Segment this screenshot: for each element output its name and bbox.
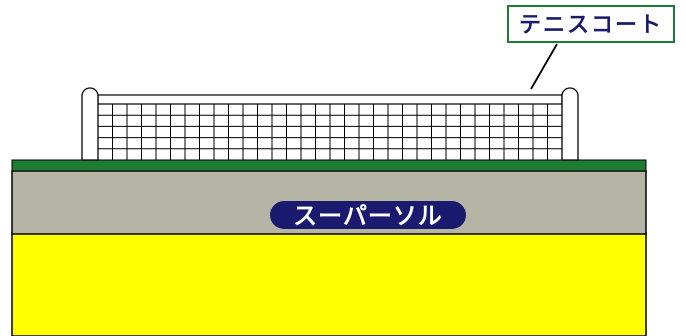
super-soil-badge bbox=[270, 201, 466, 229]
subgrade-layer bbox=[11, 232, 647, 336]
right-net-post bbox=[561, 87, 579, 161]
court-label-leader-line bbox=[530, 43, 558, 90]
left-net-post bbox=[81, 87, 99, 161]
super-soil-label: スーパーソル bbox=[293, 202, 443, 230]
net-headband bbox=[97, 94, 563, 105]
net-grid-lines bbox=[98, 104, 562, 160]
court-label: テニスコート bbox=[519, 13, 663, 38]
court-label-box bbox=[507, 5, 675, 43]
court-surface bbox=[11, 159, 647, 172]
tennis-net bbox=[81, 87, 579, 161]
